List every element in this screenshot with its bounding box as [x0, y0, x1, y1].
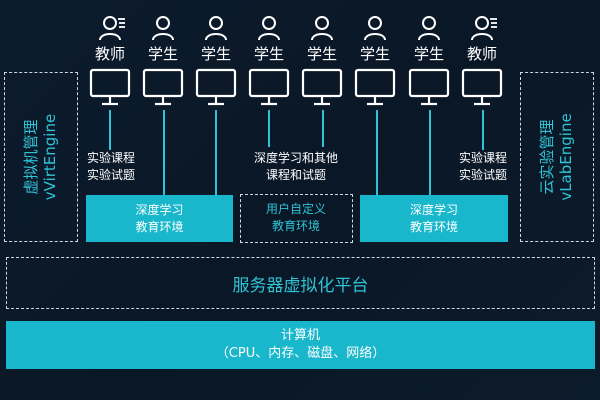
right-dl-environment: 深度学习 教育环境 [360, 195, 508, 242]
vm-management-panel: 虚拟机管理 vVirtEngine [4, 72, 78, 242]
left-content-label: 实验课程 实验试题 [78, 150, 144, 184]
user-7: 学生 [403, 10, 455, 110]
computer-title: 计算机 [280, 328, 320, 343]
connector-line [376, 110, 378, 195]
user-3: 学生 [190, 10, 242, 110]
user-2: 学生 [137, 10, 189, 110]
left-env-line2: 教育环境 [135, 219, 184, 234]
right-content-line2: 实验试题 [458, 168, 507, 182]
monitor-icon [142, 68, 184, 106]
right-env-line2: 教育环境 [409, 219, 458, 234]
user-8: 教师 [456, 10, 508, 110]
user-role-label: 学生 [147, 45, 178, 63]
user-role-label: 学生 [413, 45, 444, 63]
server-virtualization-platform: 服务器虚拟化平台 [6, 257, 595, 309]
lab-management-label: 云实验管理 vLabEngine [538, 113, 576, 200]
user-5: 学生 [296, 10, 348, 110]
user-role-label: 学生 [359, 45, 390, 63]
user-role-label: 学生 [306, 45, 337, 63]
connector-line [215, 110, 217, 195]
user-role-label: 学生 [200, 45, 231, 63]
connector-line [109, 110, 111, 150]
connector-line [482, 110, 484, 150]
monitor-icon [354, 68, 396, 106]
user-role-label: 教师 [466, 45, 497, 63]
left-content-line1: 实验课程 [86, 151, 135, 165]
teacher-icon [471, 16, 497, 41]
left-content-line2: 实验试题 [86, 168, 135, 182]
connector-line [268, 110, 270, 147]
custom-env-line2: 教育环境 [271, 219, 320, 233]
user-1: 教师 [84, 10, 136, 110]
right-content-line1: 实验课程 [458, 151, 507, 165]
middle-content-line2: 课程和试题 [265, 168, 326, 182]
right-env-line1: 深度学习 [409, 202, 458, 217]
monitor-icon [408, 68, 450, 106]
vm-management-title: 虚拟机管理 [22, 119, 40, 195]
user-4: 学生 [243, 10, 295, 110]
connector-line [322, 110, 324, 147]
student-icon [152, 16, 174, 41]
student-icon [364, 16, 386, 41]
custom-environment: 用户自定义 教育环境 [240, 194, 353, 243]
right-content-label: 实验课程 实验试题 [450, 150, 516, 184]
lab-management-engine: vLabEngine [557, 113, 575, 201]
monitor-icon [301, 68, 343, 106]
middle-content-label: 深度学习和其他 课程和试题 [240, 150, 352, 184]
platform-label: 服务器虚拟化平台 [232, 275, 369, 296]
connector-line [429, 110, 431, 195]
teacher-icon [99, 16, 125, 41]
vm-management-engine: vVirtEngine [41, 113, 59, 201]
connector-line [163, 110, 165, 195]
user-6: 学生 [349, 10, 401, 110]
student-icon [311, 16, 333, 41]
monitor-icon [461, 68, 503, 106]
student-icon [205, 16, 227, 41]
vm-management-label: 虚拟机管理 vVirtEngine [22, 114, 60, 200]
monitor-icon [248, 68, 290, 106]
lab-management-panel: 云实验管理 vLabEngine [520, 72, 594, 242]
left-env-line1: 深度学习 [135, 202, 184, 217]
middle-content-line1: 深度学习和其他 [253, 151, 338, 165]
user-role-label: 学生 [253, 45, 284, 63]
monitor-icon [89, 68, 131, 106]
monitor-icon [195, 68, 237, 106]
left-dl-environment: 深度学习 教育环境 [86, 195, 233, 242]
custom-env-line1: 用户自定义 [265, 202, 326, 216]
student-icon [258, 16, 280, 41]
computer-detail: （CPU、内存、磁盘、网络） [215, 346, 386, 361]
computer-layer: 计算机 （CPU、内存、磁盘、网络） [6, 321, 595, 369]
user-role-label: 教师 [94, 45, 125, 63]
lab-management-title: 云实验管理 [538, 119, 556, 195]
student-icon [418, 16, 440, 41]
